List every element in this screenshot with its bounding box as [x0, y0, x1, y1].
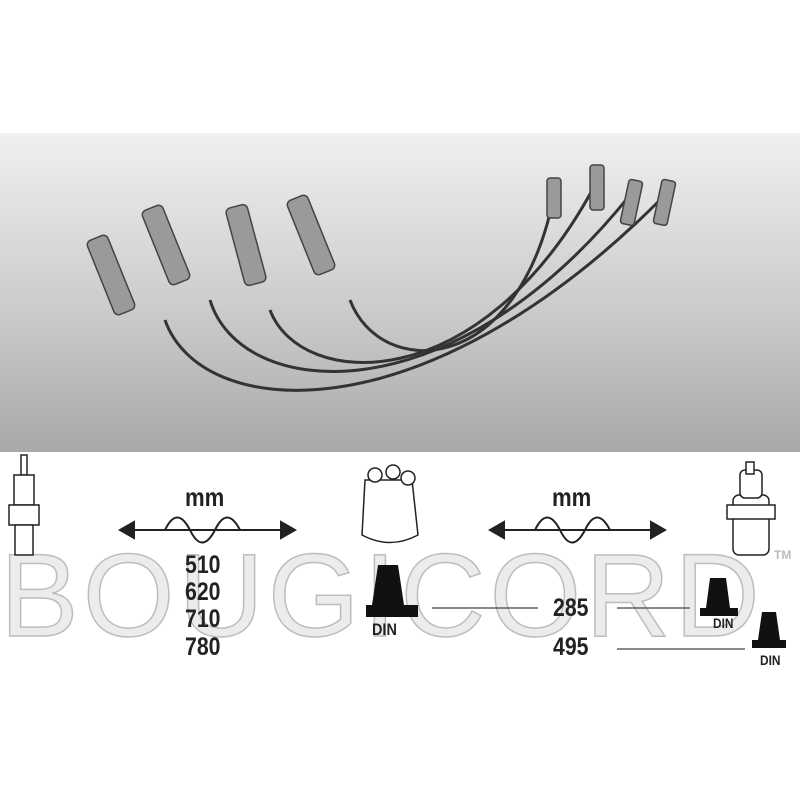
leader-lines	[432, 607, 745, 650]
length-value: 285	[553, 594, 589, 622]
coil-boots	[546, 164, 677, 227]
length-value: 620	[185, 578, 221, 606]
din-connector-icons	[366, 565, 786, 648]
length-arrow-right	[487, 516, 668, 544]
distributor-cap-icon	[361, 464, 419, 544]
din-label: DIN	[713, 615, 734, 631]
length-value: 510	[185, 551, 221, 579]
unit-label-left: mm	[185, 482, 225, 512]
cables	[163, 184, 662, 392]
ignition-coil-icon	[726, 461, 776, 556]
length-arrow-left	[117, 516, 298, 544]
trademark: TM	[774, 548, 792, 562]
spark-plug-boots	[86, 194, 336, 316]
din-label: DIN	[760, 652, 781, 668]
length-value: 495	[553, 633, 589, 661]
length-value: 780	[185, 633, 221, 661]
din-label: DIN	[372, 620, 397, 639]
unit-label-right: mm	[552, 482, 592, 512]
spark-plug-icon	[8, 454, 40, 556]
length-value: 710	[185, 605, 221, 633]
